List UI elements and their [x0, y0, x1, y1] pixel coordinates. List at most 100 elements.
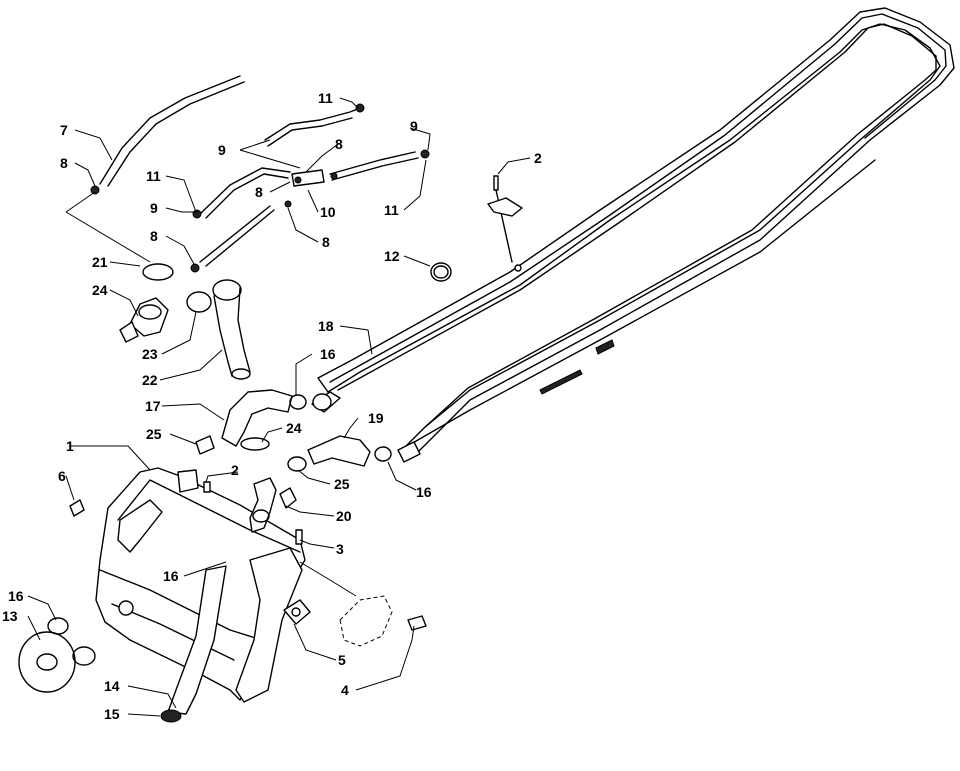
leader-19 — [343, 417, 359, 439]
heat-exchanger-mount-hole — [514, 264, 522, 272]
callout-13: 13 — [2, 608, 18, 624]
callout-8e: 8 — [322, 234, 330, 250]
bleed-screw — [493, 175, 499, 191]
clamp-8-d — [330, 172, 338, 180]
leader-sensor-link — [299, 561, 357, 597]
leader-9a — [165, 207, 198, 213]
clamp-11-a — [192, 209, 202, 219]
leader-24b — [261, 427, 283, 443]
hose-clamp-24 — [240, 437, 270, 451]
leader-2a — [497, 157, 531, 175]
callout-16a: 16 — [320, 346, 336, 362]
leader-17 — [161, 403, 225, 421]
callout-1: 1 — [66, 438, 74, 454]
vent-hose-9-right-b — [331, 157, 419, 181]
coolant-hose-14 — [167, 565, 227, 715]
callout-labels: 1 2 2 3 4 5 6 7 8 8 8 8 8 9 9 9 10 11 11… — [2, 90, 542, 722]
callout-16b: 16 — [416, 484, 432, 500]
cap-13 — [18, 631, 76, 693]
coolant-hose-20 — [249, 477, 277, 533]
vent-hose-7 — [99, 75, 241, 185]
leader-8c — [305, 143, 339, 173]
callout-10: 10 — [320, 204, 336, 220]
hose-22-lower-end — [231, 368, 251, 380]
leader-18 — [339, 325, 373, 355]
callout-8c: 8 — [335, 136, 343, 152]
bolt-6 — [69, 499, 85, 517]
tank-bracket-left — [117, 499, 163, 553]
clamp-8-b — [190, 263, 200, 273]
leader-10 — [307, 189, 319, 213]
tank-panel-line-2 — [99, 569, 263, 641]
leader-5 — [293, 623, 337, 661]
callout-8b: 8 — [150, 228, 158, 244]
callout-2b: 2 — [231, 462, 239, 478]
callout-15: 15 — [104, 706, 120, 722]
filler-neck-assembly — [119, 263, 212, 343]
heat-exchanger-bracket — [595, 339, 615, 355]
leader-24a — [109, 289, 139, 317]
heat-exchanger-inlet-stub-19 — [397, 441, 421, 463]
callout-11c: 11 — [384, 202, 399, 218]
callout-11a: 11 — [318, 90, 333, 106]
clamp-11-b — [355, 103, 365, 113]
bracket-5 — [283, 599, 311, 625]
clamp-11-c — [420, 149, 430, 159]
bolt-2-lower — [203, 481, 211, 493]
callout-22: 22 — [142, 372, 158, 388]
leader-8e — [287, 207, 319, 243]
leader-16b — [387, 461, 417, 491]
coolant-hose-22 — [212, 279, 251, 380]
vent-hose-9-mid-b — [205, 173, 289, 219]
bracket-5-hole — [291, 607, 301, 617]
callout-25a: 25 — [146, 426, 162, 442]
hose-clamp-25 — [287, 456, 307, 472]
heat-exchanger — [311, 7, 955, 463]
callout-24b: 24 — [286, 420, 302, 436]
callout-19: 19 — [368, 410, 384, 426]
hose-clamp-12 — [430, 262, 452, 282]
hose-clamp-15 — [160, 709, 182, 723]
tank-outlet-neck — [177, 469, 199, 493]
leader-2b — [205, 471, 239, 483]
heat-exchanger-bracket-2 — [539, 369, 583, 395]
hose-clamp-16-upper — [289, 394, 307, 410]
hose-20-clamp — [252, 509, 270, 523]
vent-hose-9-upper — [264, 107, 361, 141]
callout-11b: 11 — [146, 168, 161, 184]
hose-18-stub-end — [312, 393, 332, 411]
leader-9c — [409, 127, 431, 151]
callout-4: 4 — [341, 682, 349, 698]
leader-13 — [27, 615, 41, 641]
mounting-plate — [487, 197, 523, 217]
leader-23 — [161, 311, 197, 355]
vent-hose-9-lower-b — [205, 209, 275, 267]
leader-25a — [169, 433, 197, 445]
leader-8d — [269, 181, 291, 193]
vent-hose-7-b — [107, 81, 245, 187]
leader-11a — [165, 175, 197, 213]
leader-12 — [403, 255, 431, 267]
clamp-8-a — [90, 185, 100, 195]
clamp-8-e — [284, 200, 292, 208]
callout-25b: 25 — [334, 476, 350, 492]
leader-9b — [239, 139, 301, 169]
leader-14 — [127, 685, 177, 709]
heat-exchanger-inner-rail-1 — [329, 13, 947, 383]
fitting-25 — [195, 435, 215, 455]
callout-12: 12 — [384, 248, 400, 264]
leader-15 — [127, 713, 161, 717]
leader-21 — [109, 261, 141, 267]
leader-8b — [165, 235, 195, 265]
leader-16a — [295, 353, 313, 396]
hose-clamp-23 — [186, 291, 212, 313]
callout-21: 21 — [92, 254, 108, 270]
vent-hose-9-upper-b — [267, 117, 353, 147]
heat-exchanger-upper-rail — [317, 7, 955, 459]
sensor-4 — [407, 615, 427, 631]
callout-17: 17 — [145, 398, 161, 414]
callout-9c: 9 — [410, 118, 418, 134]
leader-4 — [355, 625, 415, 691]
leader-21-link — [65, 191, 151, 263]
